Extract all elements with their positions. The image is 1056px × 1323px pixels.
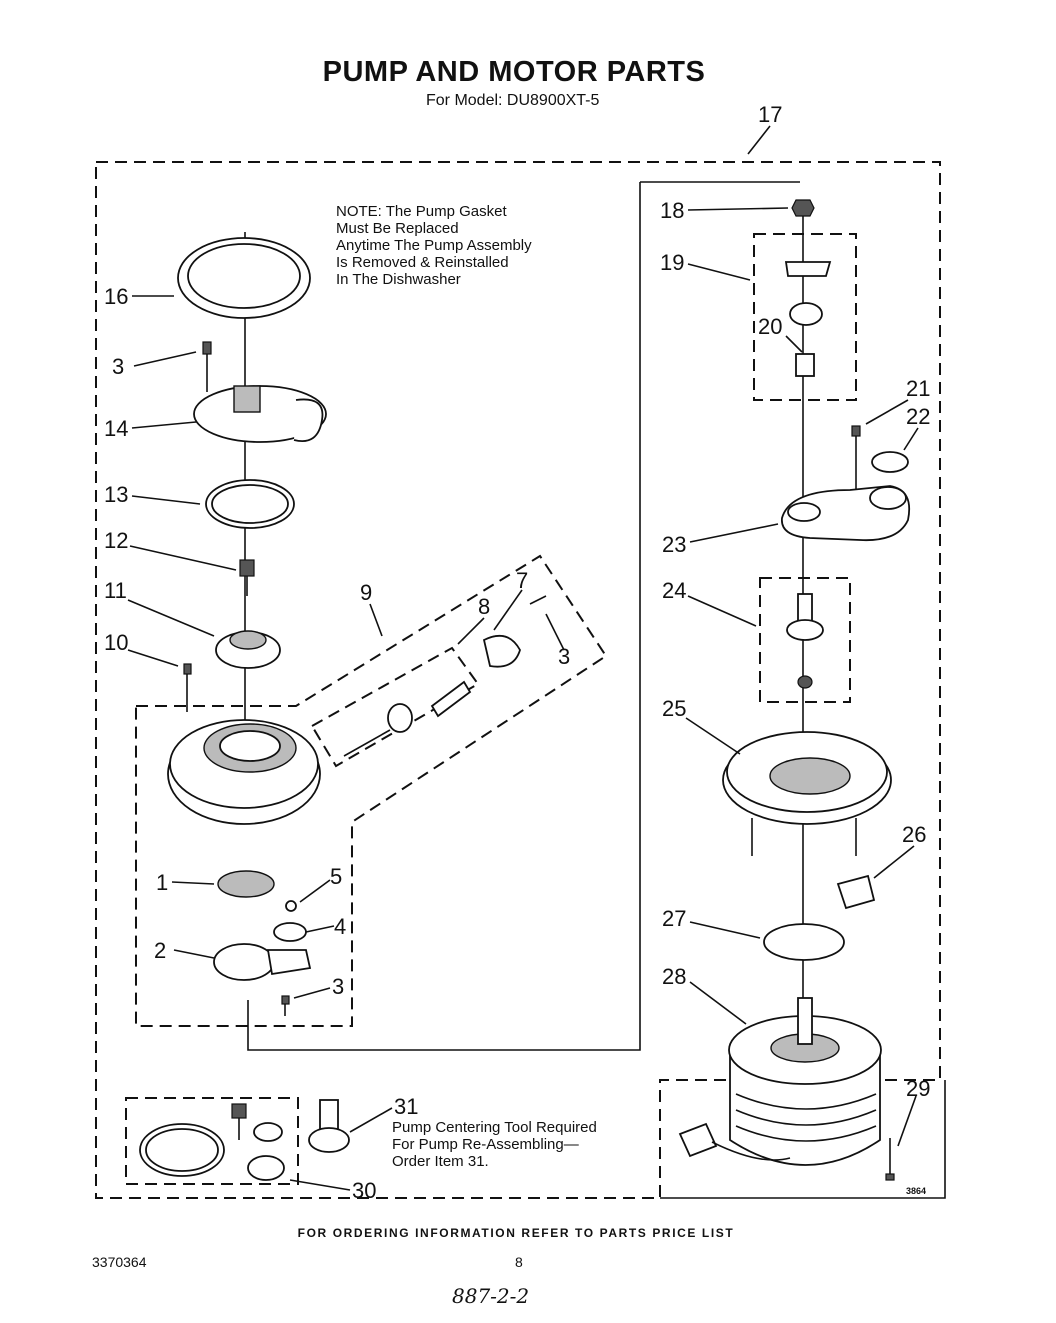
terminal-block [836,874,876,910]
svg-text:Order Item 31.: Order Item 31. [392,1153,489,1170]
motor-assembly-frame [247,181,946,1199]
shaft-kit-box [759,577,851,703]
gasket-note: NOTE: The Pump Gasket Must Be Replaced A… [336,203,532,288]
tool-note: Pump Centering Tool Required For Pump Re… [392,1119,597,1170]
callout-10: 10 [104,630,128,655]
callout-3-upper: 3 [112,354,124,379]
nut [791,199,815,217]
callout-26: 26 [902,822,926,847]
callout-18: 18 [660,198,684,223]
svg-text:Pump Centering Tool Required: Pump Centering Tool Required [392,1119,597,1136]
motor-disc [763,923,845,961]
callout-31: 31 [394,1094,418,1119]
callout-27: 27 [662,906,686,931]
valve-gasket [273,922,307,942]
callout-3-lower: 3 [332,974,344,999]
page-title: PUMP AND MOTOR PARTS [322,56,706,88]
svg-text:In The Dishwasher: In The Dishwasher [336,271,461,288]
svg-text:NOTE: The Pump Gasket: NOTE: The Pump Gasket [336,203,507,220]
callout-2: 2 [154,938,166,963]
svg-text:Is Removed & Reinstalled: Is Removed & Reinstalled [336,254,509,271]
assembly-boundary [95,161,941,1199]
pump-cover [193,385,327,443]
callout-29: 29 [906,1076,930,1101]
seal-clip [784,261,832,277]
solenoid-box [310,646,480,768]
leader-lines [127,125,919,1191]
callout-28: 28 [662,964,686,989]
page-number: 8 [515,1254,523,1270]
callout-16: 16 [104,284,128,309]
bracket-grommet [871,451,909,473]
ordering-info: FOR ORDERING INFORMATION REFER TO PARTS … [297,1226,735,1240]
callout-17: 17 [758,102,782,127]
seal-sleeve [795,353,815,377]
motor-screw [885,1138,895,1181]
callout-23: 23 [662,532,686,557]
callout-19: 19 [660,250,684,275]
solenoid-assembly [343,634,521,757]
callout-12: 12 [104,528,128,553]
callout-1: 1 [156,870,168,895]
svg-text:For Pump Re-Assembling—: For Pump Re-Assembling— [392,1136,579,1153]
callout-9: 9 [360,580,372,605]
callout-25: 25 [662,696,686,721]
diagram-code: 3864 [906,1186,926,1196]
screw-upper [202,341,212,392]
callout-21: 21 [906,376,930,401]
callout-30: 30 [352,1178,376,1203]
check-ball [285,900,297,912]
strainer [217,870,275,898]
callout-5: 5 [330,864,342,889]
callout-7: 7 [516,568,528,593]
callout-22: 22 [906,404,930,429]
handwritten-note: 887-2-2 [452,1284,530,1308]
motor-shaft-coupling [786,593,824,689]
impeller [215,630,281,669]
svg-text:Anytime The Pump Assembly: Anytime The Pump Assembly [336,237,532,254]
document-number: 3370364 [92,1254,147,1270]
pump-centering-tool [308,1099,350,1153]
callout-4: 4 [334,914,346,939]
model-subtitle: For Model: DU8900XT-5 [426,92,600,109]
callout-8: 8 [478,594,490,619]
pump-ring-inner [211,484,289,524]
screw-lower [281,995,290,1016]
motor-bracket [781,485,911,542]
motor-mount [722,731,892,856]
svg-text:Must Be Replaced: Must Be Replaced [336,220,459,237]
screw-solenoid [529,595,547,605]
callout-labels: 16 3 14 13 12 11 10 9 8 7 3 1 5 4 2 3 17… [104,102,930,1203]
pump-base [213,943,312,981]
pump-housing [167,719,321,825]
kit-box [125,1097,299,1185]
callout-3-solenoid: 3 [558,644,570,669]
callout-13: 13 [104,482,128,507]
pump-gasket [177,237,311,319]
callout-24: 24 [662,578,686,603]
impeller-bolt [239,559,255,596]
seal-spring [789,302,823,326]
callout-11: 11 [104,578,127,603]
callout-20: 20 [758,314,782,339]
screw-pump-side [183,663,192,712]
motor [678,997,882,1166]
callout-14: 14 [104,416,128,441]
kit-contents [139,1103,285,1181]
